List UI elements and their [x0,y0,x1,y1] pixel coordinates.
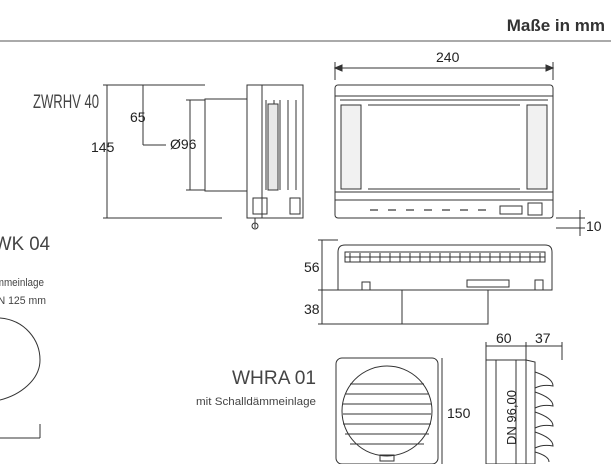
bottom-view [337,244,553,325]
dim-240-label: 240 [436,49,460,65]
model-whra01-note: mit Schalldämmeinlage [196,396,316,408]
dim-10-label: 10 [586,218,602,234]
dn-label: DN 96,00 [504,390,519,445]
wk04-shape [0,317,41,439]
dim-10-group [556,210,585,236]
dim-150-label: 150 [447,405,471,421]
dim-37-label: 37 [535,330,551,346]
dim-145-label: 145 [91,139,115,155]
dim-240-group [333,62,555,80]
units-label: Maße in mm [507,16,605,35]
dim-96-label: Ø96 [170,136,197,152]
model-zwrhv40-label: ZWRHV 40 [33,92,99,113]
dim-96-group [186,99,205,191]
front-view [334,84,554,219]
model-wk04-note-1: mit Schalldämmeinlage [0,277,44,289]
side-view [204,84,304,230]
model-whra01-label: WHRA 01 [232,368,316,389]
dim-38-label: 38 [304,301,320,317]
dim-56-38-group [318,239,402,325]
model-wk04-label: WK 04 [0,234,50,255]
dim-65-group [142,85,166,146]
model-wk04-note-2: DN 125 mm [0,295,46,307]
bottom-vents [349,253,541,262]
dim-56-label: 56 [304,259,320,275]
dim-145-group [103,84,222,219]
dim-60-label: 60 [496,330,512,346]
dim-65-label: 65 [130,109,146,125]
whra01-side [485,359,554,465]
whra01-grille [335,357,439,465]
dim-60-37-group [485,342,563,360]
